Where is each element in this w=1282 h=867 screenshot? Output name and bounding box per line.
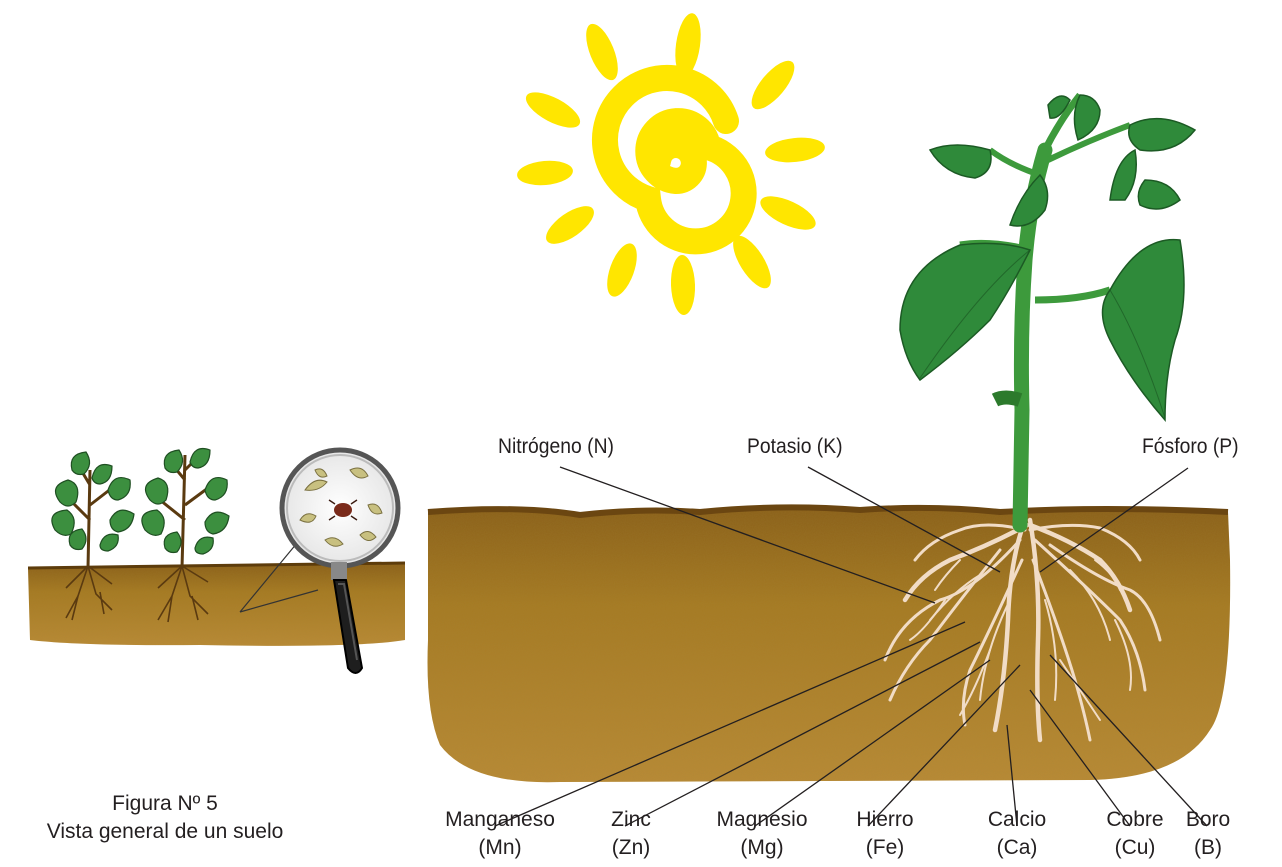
element-symbol: (Fe) bbox=[825, 834, 945, 862]
figure-caption: Figura Nº 5 Vista general de un suelo bbox=[0, 790, 330, 846]
plant-leaf bbox=[1103, 240, 1185, 420]
plant bbox=[900, 95, 1195, 525]
plant-leaf bbox=[900, 243, 1030, 380]
label-iron: Hierro (Fe) bbox=[825, 806, 945, 862]
label-nitrogen: Nitrógeno (N) bbox=[498, 434, 614, 460]
plant-leaf bbox=[1110, 150, 1136, 200]
element-symbol: (Zn) bbox=[571, 834, 691, 862]
element-name: Hierro bbox=[825, 806, 945, 834]
figure-number: Figura Nº 5 bbox=[0, 790, 330, 818]
element-name: Manganeso bbox=[440, 806, 560, 834]
figure-description: Vista general de un suelo bbox=[0, 818, 330, 846]
label-calcium: Calcio (Ca) bbox=[957, 806, 1077, 862]
sun-rays bbox=[516, 12, 826, 316]
small-soil-scene bbox=[28, 449, 405, 674]
label-manganese: Manganeso (Mn) bbox=[440, 806, 560, 862]
main-soil bbox=[428, 507, 1231, 782]
small-plant-left bbox=[52, 452, 134, 568]
plant-leaf bbox=[1010, 175, 1048, 226]
plant-leaf bbox=[1138, 180, 1180, 209]
element-symbol: (B) bbox=[1168, 834, 1248, 862]
sun-icon bbox=[516, 12, 826, 316]
label-zinc: Zinc (Zn) bbox=[571, 806, 691, 862]
sun-spiral bbox=[605, 78, 744, 241]
label-magnesium: Magnesio (Mg) bbox=[702, 806, 822, 862]
label-potassium: Potasio (K) bbox=[747, 434, 843, 460]
element-symbol: (Ca) bbox=[957, 834, 1077, 862]
label-boron: Boro (B) bbox=[1168, 806, 1248, 862]
element-name: Boro bbox=[1168, 806, 1248, 834]
plant-leaf bbox=[930, 145, 991, 178]
plant-leaf bbox=[1074, 95, 1100, 140]
element-name: Calcio bbox=[957, 806, 1077, 834]
element-name: Zinc bbox=[571, 806, 691, 834]
small-plant-right bbox=[142, 449, 229, 569]
element-name: Magnesio bbox=[702, 806, 822, 834]
element-symbol: (Mg) bbox=[702, 834, 822, 862]
plant-leaf bbox=[1129, 119, 1195, 151]
element-symbol: (Mn) bbox=[440, 834, 560, 862]
label-phosphorus: Fósforo (P) bbox=[1142, 434, 1239, 460]
